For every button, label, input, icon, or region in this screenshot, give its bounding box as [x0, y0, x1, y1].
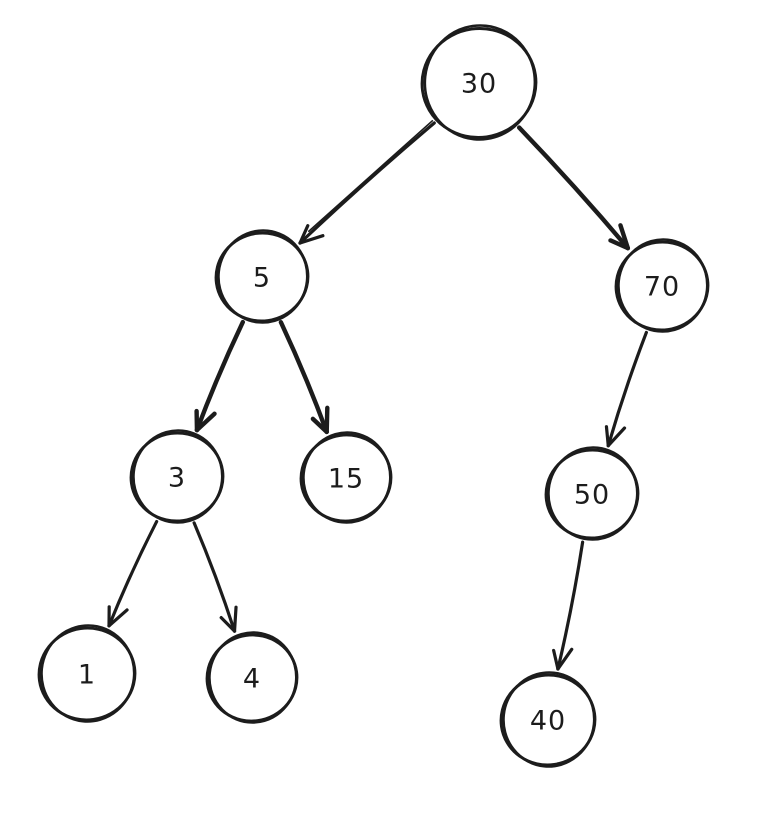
tree-node-label: 30: [461, 69, 497, 100]
tree-node-70: 70: [614, 238, 710, 333]
tree-edge-3-1: [107, 519, 159, 628]
tree-edge-70-50: [604, 330, 648, 448]
tree-edge-50-40: [552, 540, 585, 671]
tree-edge-3-4: [192, 521, 238, 633]
tree-node-1: 1: [37, 624, 137, 723]
tree-node-label: 3: [168, 463, 186, 494]
tree-node-label: 70: [644, 272, 680, 303]
tree-node-30: 30: [420, 24, 538, 141]
tree-edge-30-5: [298, 120, 436, 245]
tree-node-15: 15: [299, 431, 393, 524]
tree-node-label: 40: [530, 706, 566, 737]
tree-node-label: 15: [328, 464, 364, 495]
tree-node-5: 5: [214, 229, 310, 324]
tree-node-label: 5: [253, 263, 271, 294]
tree-node-4: 4: [205, 631, 299, 724]
tree-node-label: 4: [243, 664, 261, 695]
tree-edge-5-15: [278, 320, 330, 435]
tree-node-50: 50: [544, 446, 640, 541]
tree-node-label: 50: [574, 480, 610, 511]
tree-node-3: 3: [129, 429, 225, 524]
tree-edge-30-70: [516, 125, 631, 251]
tree-node-label: 1: [78, 660, 96, 691]
tree-edge-5-3: [194, 319, 246, 433]
tree-node-40: 40: [499, 671, 597, 768]
